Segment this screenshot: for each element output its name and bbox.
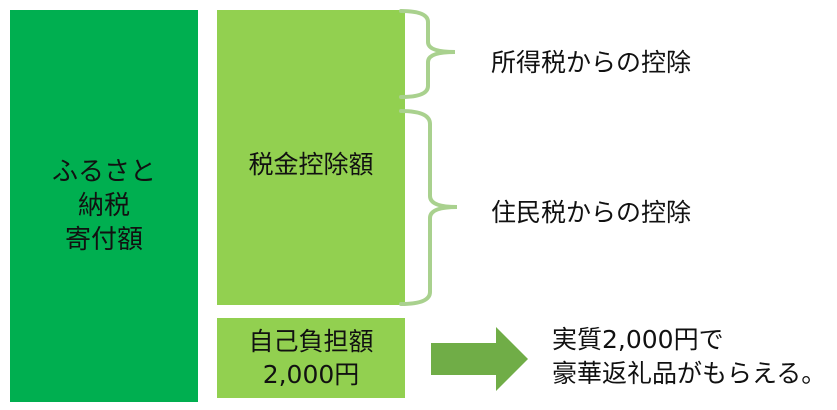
result-text: 実質2,000円で 豪華返礼品がもらえる。 — [552, 325, 827, 388]
donation-amount-box: ふるさと 納税 寄付額 — [10, 10, 198, 402]
self-pay-box: 自己負担額 2,000円 — [217, 318, 405, 398]
right-arrow-icon — [431, 327, 528, 391]
tax-deduction-label: 税金控除額 — [248, 150, 374, 179]
income-tax-brace-icon — [399, 9, 456, 99]
tax-deduction-box: 税金控除額 — [217, 10, 405, 305]
resident-tax-brace-icon — [399, 109, 458, 306]
income-tax-deduction-label: 所得税からの控除 — [491, 48, 692, 77]
donation-amount-label: ふるさと 納税 寄付額 — [51, 157, 156, 255]
resident-tax-deduction-label: 住民税からの控除 — [491, 198, 692, 227]
self-pay-label: 自己負担額 2,000円 — [248, 327, 374, 389]
